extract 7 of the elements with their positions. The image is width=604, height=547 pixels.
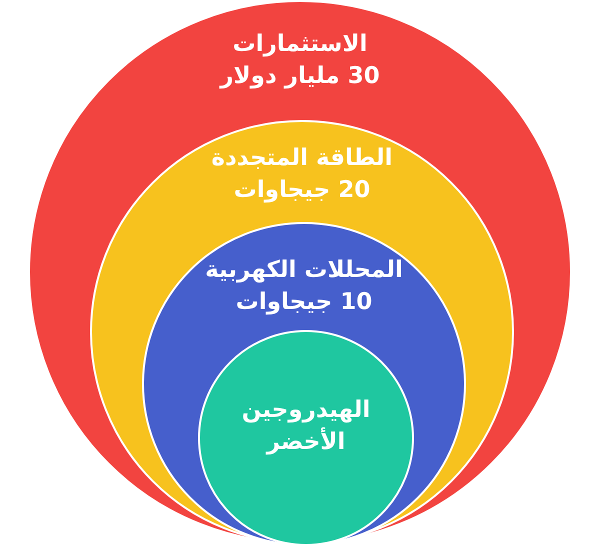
region-label: المحللات الكهربية bbox=[204, 256, 404, 285]
region-label: 10 جيجاوات bbox=[234, 288, 374, 317]
region-label: 30 مليار دولار bbox=[218, 62, 381, 91]
region-label: الهيدروجين الأخضر bbox=[240, 396, 372, 457]
region-label: الاستثمارات bbox=[232, 30, 368, 59]
region-label: الطاقة المتجددة bbox=[210, 144, 394, 173]
region-label: 20 جيجاوات bbox=[232, 176, 372, 205]
